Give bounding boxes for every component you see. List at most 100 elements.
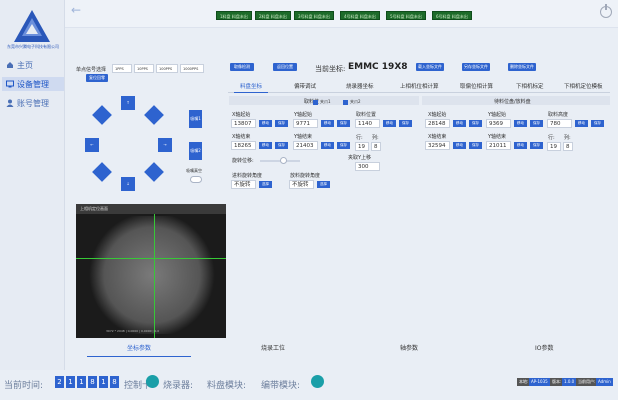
pick-pos-input[interactable]: 1140 xyxy=(355,119,380,128)
gripper2-checkbox[interactable] xyxy=(343,100,348,105)
tab-tape-debug[interactable]: 偏带调试 xyxy=(294,84,317,90)
jog-up-button[interactable]: ↑ xyxy=(121,96,135,110)
place-y-end-input[interactable]: 21011 xyxy=(486,141,511,150)
in-rotation-label: 进料旋转角度 xyxy=(232,173,263,179)
speed-option-1pps[interactable]: 1PPS xyxy=(112,64,132,73)
place-y-end-save-button[interactable]: 保存 xyxy=(530,142,543,149)
place-x-start-save-button[interactable]: 保存 xyxy=(469,120,482,127)
tab-burn-station[interactable]: 烧录工位 xyxy=(261,345,286,352)
speed-option-10pps[interactable]: 10PPS xyxy=(134,64,154,73)
y-end-input[interactable]: 21403 xyxy=(293,141,318,150)
x-start-save-button[interactable]: 保存 xyxy=(275,120,288,127)
x-end-input[interactable]: 18265 xyxy=(231,141,256,150)
param-tabs: 坐标参数 烧录工位 轴参数 IO参数 xyxy=(75,340,611,357)
x-end-save-button[interactable]: 保存 xyxy=(275,142,288,149)
pick-pos-move-button[interactable]: 移动 xyxy=(383,120,396,127)
rotate-slider-knob[interactable] xyxy=(280,157,287,164)
save-as-coord-file-button[interactable]: 另存坐标文件 xyxy=(462,63,490,71)
tab-offset-calc[interactable]: 取偏位相计算 xyxy=(460,84,494,90)
control-card-status-indicator xyxy=(146,375,159,388)
jog-up-left-button[interactable] xyxy=(92,105,112,125)
tab-io-params[interactable]: IO参数 xyxy=(535,345,554,352)
out-rotation-select[interactable]: 不旋转 xyxy=(289,180,314,189)
tab-burner-coord[interactable]: 烧录器坐标 xyxy=(346,84,374,90)
company-name: 东莞市兴腾电子科技有限公司 xyxy=(7,44,59,49)
user-label: 当前用户: xyxy=(576,378,598,386)
out-rotation-select-button[interactable]: 选择 xyxy=(317,181,330,188)
tab-lower-cam-calib[interactable]: 下相机标定 xyxy=(516,84,544,90)
tab-axis-params[interactable]: 轴参数 xyxy=(400,345,419,352)
place-x-end-move-button[interactable]: 移动 xyxy=(453,142,466,149)
tab-coord-params[interactable]: 坐标参数 xyxy=(86,345,192,357)
speed-option-1000pps[interactable]: 1000PPS xyxy=(180,64,204,73)
current-coord-value: EMMC 19X8 xyxy=(348,62,408,72)
in-rotation-select[interactable]: 不旋转 xyxy=(231,180,256,189)
y-end-save-button[interactable]: 保存 xyxy=(337,142,350,149)
jog-right-button[interactable]: → xyxy=(158,138,172,152)
time-digit: 1 xyxy=(77,376,86,388)
user-icon xyxy=(6,99,14,107)
camera-toolbar: 上相机定位画面 xyxy=(76,204,226,214)
place-x-start-input[interactable]: 28148 xyxy=(425,119,450,128)
place-y-start-move-button[interactable]: 移动 xyxy=(514,120,527,127)
speed-option-100pps[interactable]: 100PPS xyxy=(156,64,178,73)
pick-header: 取料位 xyxy=(304,99,320,105)
in-rotation-select-button[interactable]: 选择 xyxy=(259,181,272,188)
back-arrow-icon[interactable]: ← xyxy=(71,3,82,17)
y-start-move-button[interactable]: 移动 xyxy=(321,120,334,127)
reset-home-button[interactable]: 复位回零 xyxy=(86,74,108,82)
jog-down-left-button[interactable] xyxy=(92,162,112,182)
place-x-end-input[interactable]: 32594 xyxy=(425,141,450,150)
tab-lower-cam-template[interactable]: 下相机定位模板 xyxy=(564,84,603,90)
place-y-start-save-button[interactable]: 保存 xyxy=(530,120,543,127)
place-x-start-move-button[interactable]: 移动 xyxy=(453,120,466,127)
place-height-move-button[interactable]: 移动 xyxy=(575,120,588,127)
place-y-start-input[interactable]: 9369 xyxy=(486,119,511,128)
tab-upper-cam-calc[interactable]: 上相机位相计算 xyxy=(400,84,439,90)
place-y-end-move-button[interactable]: 移动 xyxy=(514,142,527,149)
row-input[interactable]: 19 xyxy=(355,142,369,151)
sidebar: 东莞市兴腾电子科技有限公司 主页 设备管理 账号管理 xyxy=(0,0,65,370)
power-icon[interactable] xyxy=(600,4,612,18)
sidebar-item-device[interactable]: 设备管理 xyxy=(2,77,64,91)
nozzle1-button[interactable]: 吸嘴1 xyxy=(189,110,202,128)
load-coord-file-button[interactable]: 载入坐标文件 xyxy=(416,63,444,71)
tab-tray-coord[interactable]: 料盘坐标 xyxy=(233,84,269,93)
x-start-label: X轴起始 xyxy=(232,112,251,118)
sidebar-item-account[interactable]: 账号管理 xyxy=(2,96,64,110)
y-start-save-button[interactable]: 保存 xyxy=(337,120,350,127)
x-start-move-button[interactable]: 移动 xyxy=(259,120,272,127)
x-start-input[interactable]: 13807 xyxy=(231,119,256,128)
jog-down-right-button[interactable] xyxy=(144,162,164,182)
delete-coord-file-button[interactable]: 删除坐标文件 xyxy=(508,63,536,71)
nozzle2-button[interactable]: 吸嘴2 xyxy=(189,142,202,160)
offset-input[interactable]: 300 xyxy=(355,162,380,171)
burner-label: 烧录器: xyxy=(163,381,194,391)
vacuum-toggle[interactable] xyxy=(190,176,202,183)
y-start-input[interactable]: 9771 xyxy=(293,119,318,128)
jog-down-button[interactable]: ↓ xyxy=(121,177,135,191)
capture-button[interactable]: 取像检测 xyxy=(230,63,254,71)
jog-up-right-button[interactable] xyxy=(144,105,164,125)
company-logo xyxy=(14,10,50,42)
time-digit: 1 xyxy=(99,376,108,388)
sidebar-item-home[interactable]: 主页 xyxy=(2,58,64,72)
place-x-end-save-button[interactable]: 保存 xyxy=(469,142,482,149)
col-input[interactable]: 8 xyxy=(371,142,381,151)
jog-left-button[interactable]: ← xyxy=(85,138,99,152)
gripper1-checkbox[interactable] xyxy=(313,100,318,105)
crosshair-horizontal xyxy=(76,258,226,259)
pick-pos-save-button[interactable]: 保存 xyxy=(399,120,412,127)
x-end-move-button[interactable]: 移动 xyxy=(259,142,272,149)
place-height-input[interactable]: 780 xyxy=(547,119,572,128)
place-row-input[interactable]: 19 xyxy=(547,142,561,151)
y-end-move-button[interactable]: 移动 xyxy=(321,142,334,149)
sidebar-item-label: 主页 xyxy=(17,60,33,70)
camera-image xyxy=(88,216,216,334)
camera-title: 上相机定位画面 xyxy=(80,206,108,211)
coord-tabs: 料盘坐标 偏带调试 烧录器坐标 上相机位相计算 取偏位相计算 下相机标定 下相机… xyxy=(228,81,610,93)
place-col-input[interactable]: 8 xyxy=(563,142,573,151)
place-y-start-label: Y轴起始 xyxy=(488,112,507,118)
place-height-save-button[interactable]: 保存 xyxy=(591,120,604,127)
return-position-button[interactable]: 返回位置 xyxy=(273,63,297,71)
